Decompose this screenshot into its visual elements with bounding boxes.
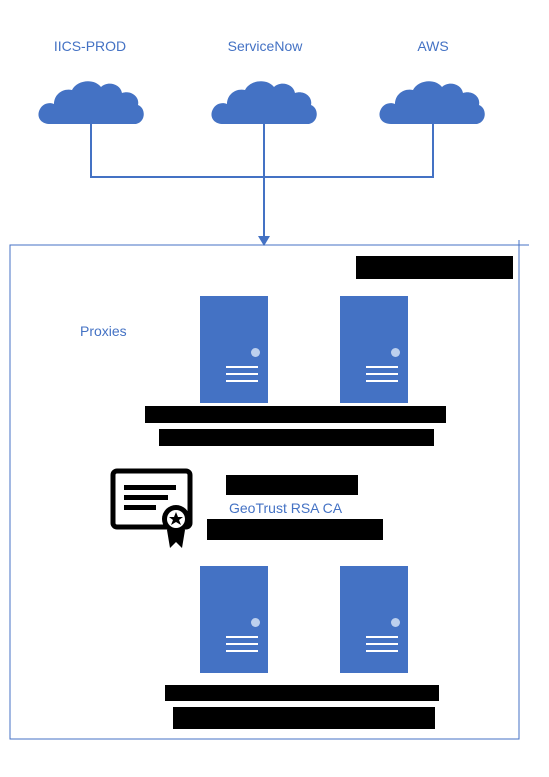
certificate-label: GeoTrust RSA CA <box>229 500 343 516</box>
server-vent <box>226 366 258 368</box>
server-vent <box>366 380 398 382</box>
cloud-label-aws: AWS <box>417 38 449 54</box>
redacted-block <box>173 707 435 729</box>
redacted-block <box>165 685 439 701</box>
proxies-label: Proxies <box>80 323 127 339</box>
server-vent <box>366 636 398 638</box>
server-vent <box>366 643 398 645</box>
server-vent <box>226 380 258 382</box>
server-vent <box>226 373 258 375</box>
arrow-head-icon <box>258 236 270 246</box>
server-vent <box>366 373 398 375</box>
server-vent <box>366 650 398 652</box>
server-icon <box>340 296 408 403</box>
server-vent <box>226 650 258 652</box>
cloud-icon <box>379 81 485 124</box>
cloud-label-iics-prod: IICS-PROD <box>53 38 127 54</box>
cloud-label-servicenow: ServiceNow <box>227 38 303 54</box>
cloud-icon <box>211 81 317 124</box>
server-led <box>251 618 260 627</box>
server-icon <box>340 566 408 673</box>
server-vent <box>366 366 398 368</box>
redacted-block <box>145 406 446 423</box>
redacted-block <box>226 475 358 495</box>
redacted-block <box>356 256 513 279</box>
server-led <box>251 348 260 357</box>
redacted-block <box>159 429 434 446</box>
server-icon <box>200 296 268 403</box>
cloud-icon <box>38 81 144 124</box>
server-vent <box>226 643 258 645</box>
redacted-block <box>207 519 383 540</box>
server-led <box>391 618 400 627</box>
certificate-icon <box>110 468 193 548</box>
server-icon <box>200 566 268 673</box>
network-boundary <box>9 244 520 740</box>
server-vent <box>226 636 258 638</box>
server-led <box>391 348 400 357</box>
